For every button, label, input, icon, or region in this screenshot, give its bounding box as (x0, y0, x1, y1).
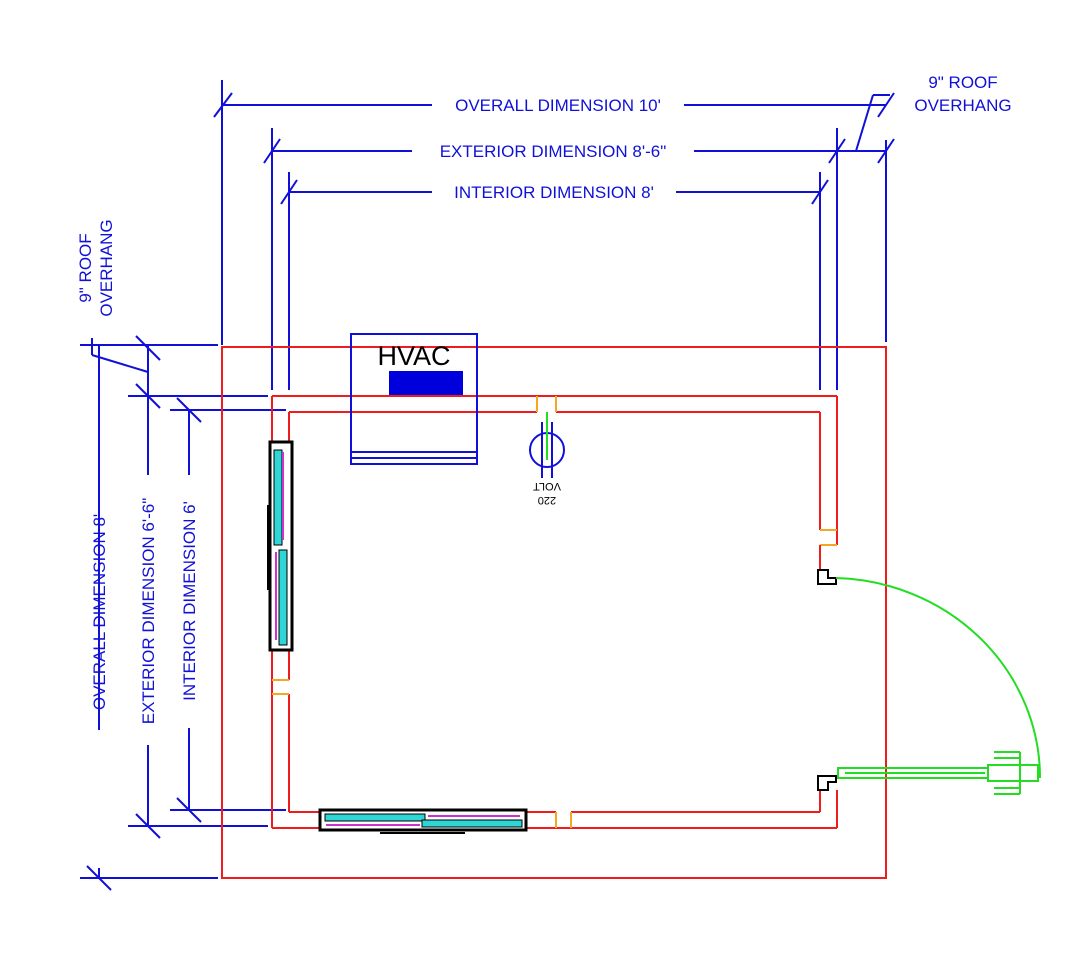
outlet-label-volt: VOLT (533, 480, 561, 492)
outlet-label-220: 220 (538, 494, 556, 506)
roof-overhang-left-label-2: OVERHANG (97, 219, 116, 316)
roof-overhang-right-label-1: 9" ROOF (928, 73, 997, 92)
roof-overhang-left: 9" ROOF OVERHANG (76, 219, 149, 373)
overall-vertical-dimension: OVERALL DIMENSION 8' (80, 344, 218, 891)
hvac-label: HVAC (377, 341, 450, 371)
roof-outline (221, 346, 887, 879)
hvac-unit: HVAC (350, 333, 478, 465)
roof-overhang-right: 9" ROOF OVERHANG (855, 73, 1012, 152)
hvac-fan-block (389, 371, 463, 395)
window-left (267, 440, 294, 652)
exterior-vertical-dimension: EXTERIOR DIMENSION 6'-6" (128, 335, 268, 839)
door (817, 569, 1041, 795)
overall-horizontal-label: OVERALL DIMENSION 10' (455, 96, 661, 115)
overall-horizontal-dimension: OVERALL DIMENSION 10' (213, 80, 895, 345)
overall-vertical-label: OVERALL DIMENSION 8' (90, 514, 109, 710)
interior-horizontal-dimension: INTERIOR DIMENSION 8' (280, 172, 829, 390)
roof-overhang-left-label-1: 9" ROOF (76, 233, 95, 302)
interior-vertical-label: INTERIOR DIMENSION 6' (180, 501, 199, 701)
exterior-horizontal-label: EXTERIOR DIMENSION 8'-6" (440, 142, 667, 161)
door-swing-arc (835, 577, 1041, 779)
exterior-horizontal-dimension: EXTERIOR DIMENSION 8'-6" (263, 128, 895, 390)
exterior-vertical-label: EXTERIOR DIMENSION 6'-6" (139, 498, 158, 725)
walls (271, 395, 838, 829)
window-bottom (318, 808, 528, 834)
interior-horizontal-label: INTERIOR DIMENSION 8' (454, 183, 654, 202)
outlet-220-volt: 220 VOLT (529, 412, 565, 506)
interior-vertical-dimension: INTERIOR DIMENSION 6' (170, 397, 286, 823)
roof-overhang-right-label-2: OVERHANG (914, 96, 1011, 115)
